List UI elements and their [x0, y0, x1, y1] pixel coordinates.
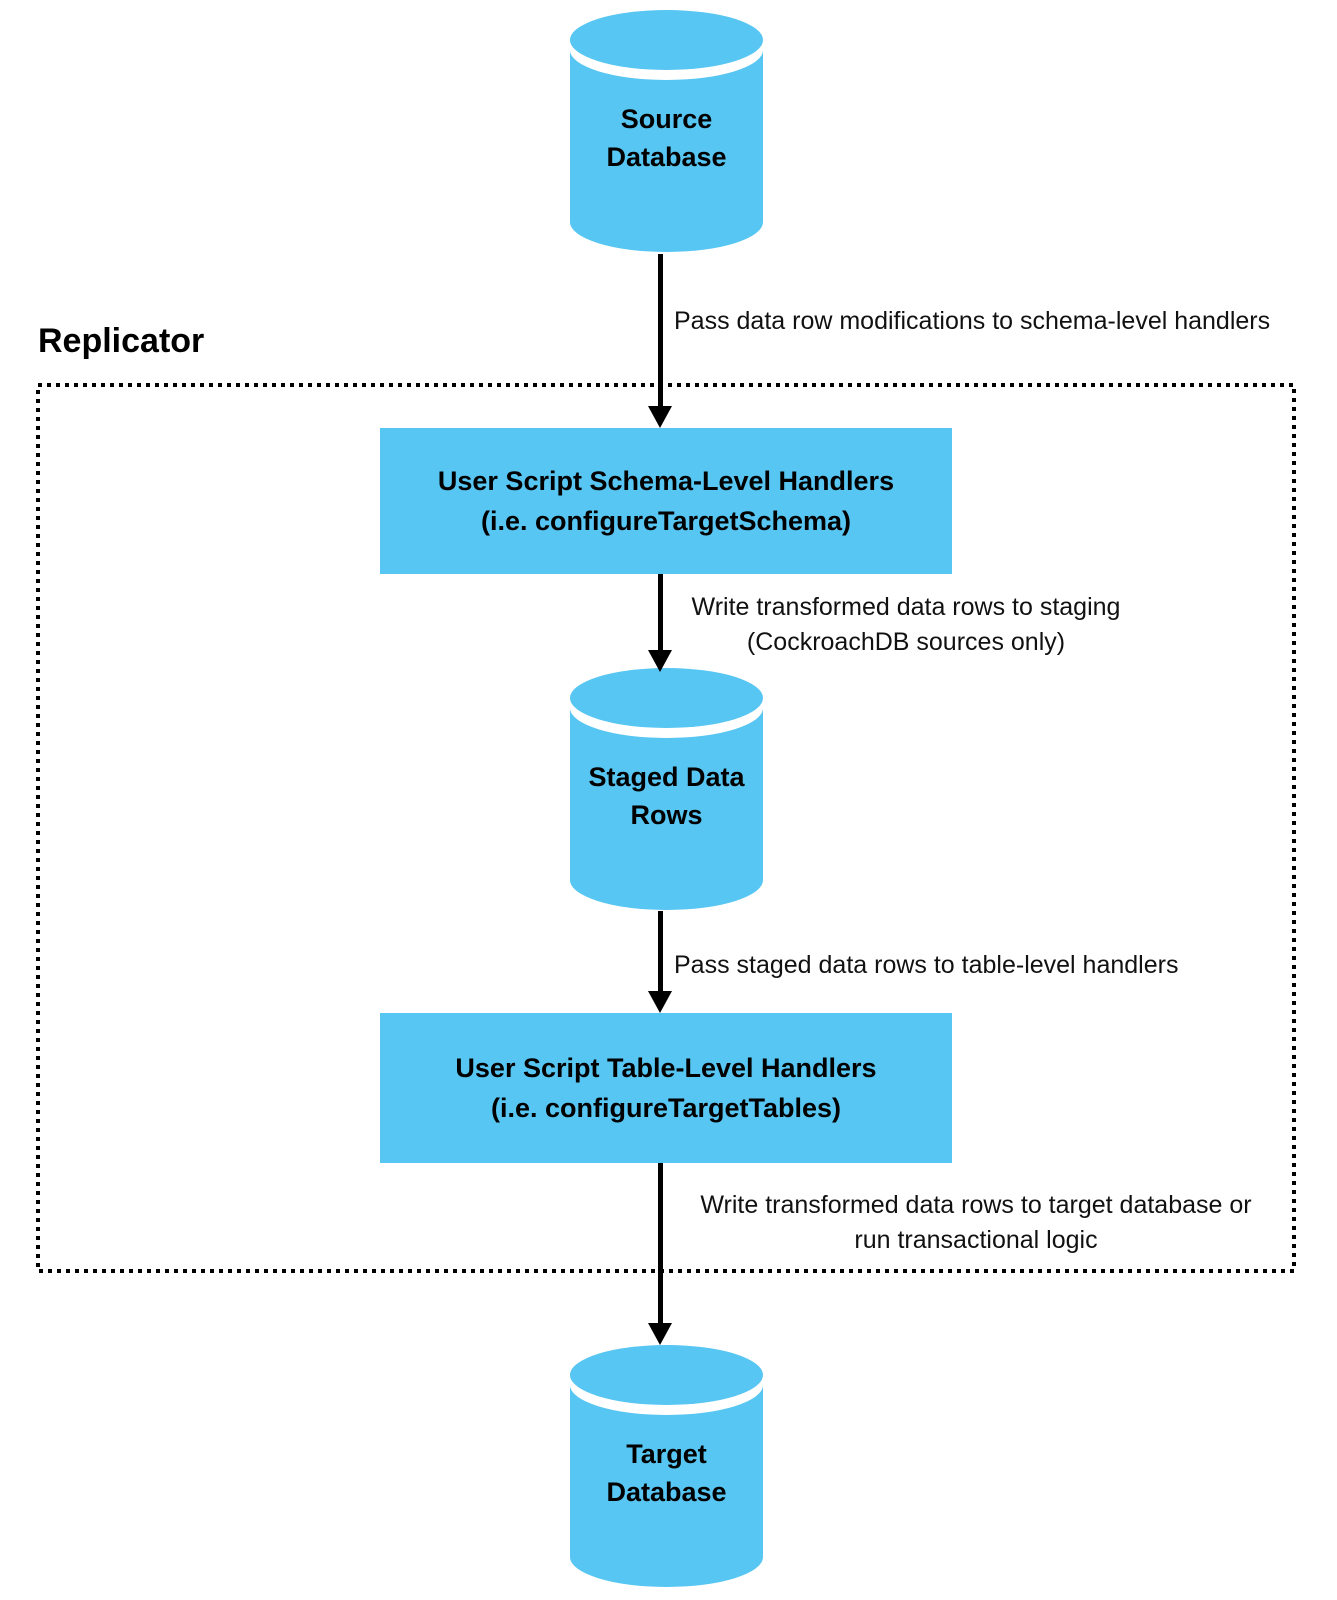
edge-label-pass-modifications: Pass data row modifications to schema-le…	[674, 307, 1271, 335]
target-database-node: Target Database	[570, 1345, 763, 1591]
edge-label-write-staging: Write transformed data rows to staging (…	[691, 593, 1121, 656]
arrow-head-icon	[648, 991, 672, 1013]
arrow-source-to-schema-handlers	[648, 254, 672, 428]
arrow-line	[657, 911, 663, 991]
staged-data-rows-label: Staged Data Rows	[588, 762, 745, 830]
target-database-label: Target Database	[606, 1439, 727, 1507]
edge-label-pass-staged-rows: Pass staged data rows to table-level han…	[674, 951, 1179, 979]
arrow-table-handlers-to-target	[648, 1163, 672, 1345]
database-cylinder-icon	[570, 1345, 763, 1587]
source-database-node: Source Database	[570, 10, 763, 256]
staged-data-rows-node: Staged Data Rows	[570, 668, 763, 914]
replicator-group-label: Replicator	[38, 322, 205, 360]
source-database-label: Source Database	[606, 104, 727, 172]
arrow-staged-to-table-handlers	[648, 911, 672, 1013]
schema-handlers-node: User Script Schema-Level Handlers (i.e. …	[380, 428, 952, 574]
database-cylinder-icon	[570, 10, 763, 253]
arrow-line	[657, 574, 663, 650]
arrow-head-icon	[648, 1323, 672, 1345]
arrow-schema-handlers-to-staged	[648, 574, 672, 672]
arrow-line	[657, 254, 663, 406]
arrow-head-icon	[648, 650, 672, 672]
table-handlers-node: User Script Table-Level Handlers (i.e. c…	[380, 1013, 952, 1163]
replicator-group-border	[36, 383, 1296, 1273]
database-cylinder-icon	[570, 668, 763, 910]
edge-label-write-target: Write transformed data rows to target da…	[700, 1191, 1252, 1254]
arrow-line	[657, 1163, 663, 1323]
arrow-head-icon	[648, 406, 672, 428]
